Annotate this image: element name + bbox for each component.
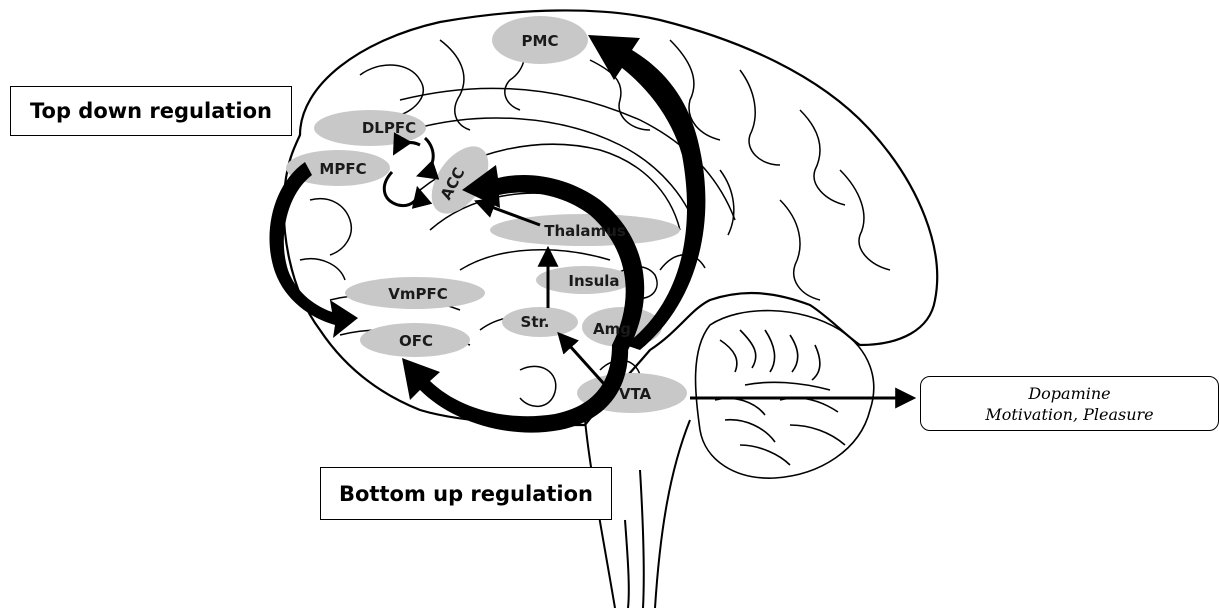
- top-down-box: Top down regulation: [10, 86, 292, 136]
- vmpfc-label: VmPFC: [388, 285, 448, 303]
- pmc-label: PMC: [522, 32, 559, 50]
- dlpfc-label: DLPFC: [362, 119, 416, 137]
- mpfc-acc-loop: [384, 172, 418, 206]
- dlpfc-loop: [395, 143, 420, 152]
- vta-label: VTA: [619, 385, 652, 403]
- mpfc-label: MPFC: [319, 160, 366, 178]
- dopamine-output-box: Dopamine Motivation, Pleasure: [920, 376, 1219, 431]
- str-label: Str.: [521, 313, 550, 331]
- insula-label: Insula: [568, 272, 619, 290]
- thalamus-label: Thalamus: [544, 222, 626, 240]
- mpfc-ofc-arrow: [269, 162, 358, 338]
- dopamine-label: Dopamine: [1028, 383, 1110, 404]
- ofc-label: OFC: [399, 332, 433, 350]
- bottom-up-box: Bottom up regulation: [320, 467, 612, 520]
- motivation-label: Motivation, Pleasure: [985, 404, 1153, 425]
- pmc-arrow: [588, 35, 705, 350]
- bottom-up-label: Bottom up regulation: [339, 482, 593, 506]
- cerebellum: [696, 311, 874, 479]
- dlpfc-mpfc-loop: [420, 138, 433, 175]
- top-down-label: Top down regulation: [30, 99, 272, 123]
- amg-label: Amg: [593, 320, 631, 338]
